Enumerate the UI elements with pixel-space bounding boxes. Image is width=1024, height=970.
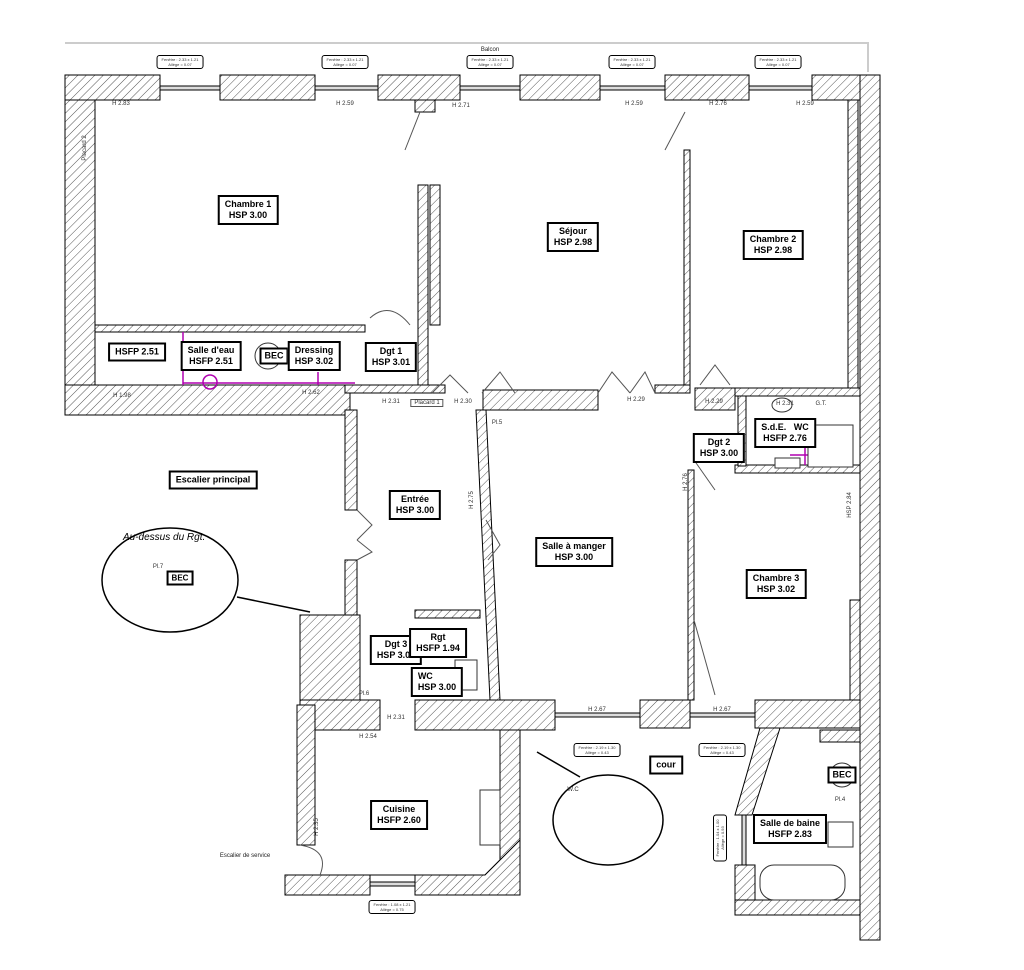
- ceiling-height: H 2.54: [359, 734, 377, 740]
- ceiling-height: H 2.29: [705, 399, 723, 405]
- ceiling-height: H 2.31: [387, 715, 405, 721]
- ceiling-height: H 2.75: [469, 491, 475, 509]
- ceiling-height: H 2.67: [588, 707, 606, 713]
- escalier-service-label: Escalier de service: [219, 853, 271, 859]
- pl5-label: Pl.5: [491, 420, 503, 426]
- detail-clouds: [101, 527, 664, 866]
- ceiling-height: H 2.59: [336, 101, 354, 107]
- ceiling-height: H 2.29: [627, 397, 645, 403]
- pl7-label: Pl.7: [152, 564, 164, 570]
- ceiling-height: H 2.30: [454, 399, 472, 405]
- room-alcove: HSFP 2.51: [108, 342, 166, 362]
- bec-box: BEC: [259, 347, 289, 365]
- walls: [64, 74, 881, 941]
- ceiling-height: H 2.76: [709, 101, 727, 107]
- ceiling-height: HSP 2.84: [847, 492, 853, 518]
- bec-box: BEC: [166, 570, 194, 586]
- ceiling-height: H 2.76: [683, 473, 689, 491]
- wc-detail-label: W.C: [567, 787, 579, 793]
- area-cour: cour: [649, 755, 683, 775]
- pl4-label: Pl.4: [834, 797, 846, 803]
- ceiling-height: H 2.83: [112, 101, 130, 107]
- ceiling-height: H 2.31: [382, 399, 400, 405]
- balcony-label: Balcon: [480, 47, 500, 53]
- ceiling-height: H 2.62: [302, 390, 320, 396]
- ceiling-height: H 1.98: [113, 393, 131, 399]
- placard-2-label: Placard 2: [82, 135, 88, 161]
- windows: [159, 85, 813, 887]
- balcony: [65, 42, 869, 72]
- doors: [299, 111, 731, 876]
- ceiling-height: H 2.67: [713, 707, 731, 713]
- ceiling-height: H 2.71: [452, 103, 470, 109]
- room-escalier-principal: Escalier principal: [168, 470, 258, 490]
- pl6-label: Pl.6: [358, 691, 370, 697]
- au-dessus-label: Au-dessus du Rgt.: [123, 532, 206, 543]
- placard-1-label: Placard 1: [410, 399, 444, 407]
- bec-box: BEC: [827, 766, 857, 784]
- ceiling-height: H 2.59: [625, 101, 643, 107]
- ceiling-height: H 2.31: [776, 401, 794, 407]
- ceiling-height: H 2.35: [314, 818, 320, 836]
- ceiling-height: H 2.59: [796, 101, 814, 107]
- gt-label: G.T.: [815, 401, 827, 407]
